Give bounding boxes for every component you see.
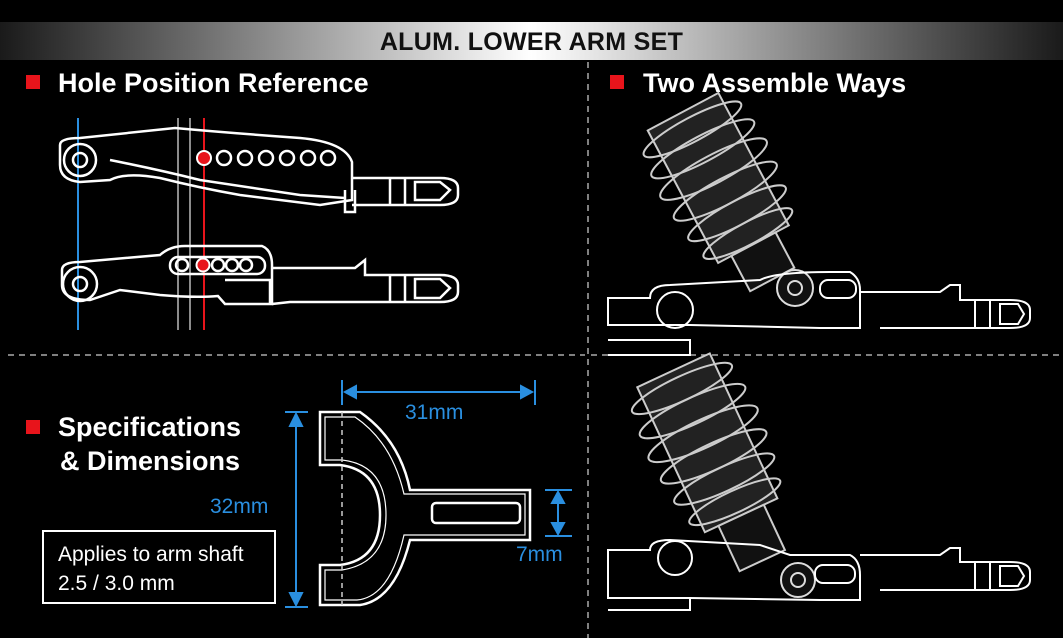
title-banner bbox=[0, 22, 1063, 60]
height-dimension-label: 32mm bbox=[210, 495, 269, 518]
note-line2: 2.5 / 3.0 mm bbox=[58, 572, 175, 595]
spec-heading-line1: Specifications bbox=[58, 412, 242, 442]
page-title: ALUM. LOWER ARM SET bbox=[379, 28, 684, 56]
note-line1: Applies to arm shaft bbox=[58, 543, 244, 566]
assemble-heading: Two Assemble Ways bbox=[643, 68, 907, 98]
upper-arm-drawing bbox=[58, 126, 460, 214]
lower-arm-drawing bbox=[60, 244, 460, 306]
arm-dimension-drawing bbox=[318, 410, 532, 607]
note-box bbox=[42, 530, 276, 604]
bullet-icon bbox=[26, 420, 40, 434]
assembly-bottom-drawing bbox=[607, 352, 1031, 611]
red-hole-marker bbox=[195, 257, 211, 273]
note-text: Applies to arm shaft 2.5 / 3.0 mm bbox=[58, 540, 244, 598]
spec-heading-line2: & Dimensions bbox=[60, 446, 241, 476]
slot-dimension-label: 7mm bbox=[516, 543, 563, 566]
assembly-top-drawing bbox=[607, 91, 1031, 356]
hole-position-heading: Hole Position Reference bbox=[58, 68, 369, 98]
width-dimension-label: 31mm bbox=[405, 401, 464, 424]
dimension-arrows bbox=[285, 380, 572, 608]
red-hole-marker bbox=[196, 150, 212, 166]
bullet-icon bbox=[26, 75, 40, 89]
bullet-icon bbox=[610, 75, 624, 89]
